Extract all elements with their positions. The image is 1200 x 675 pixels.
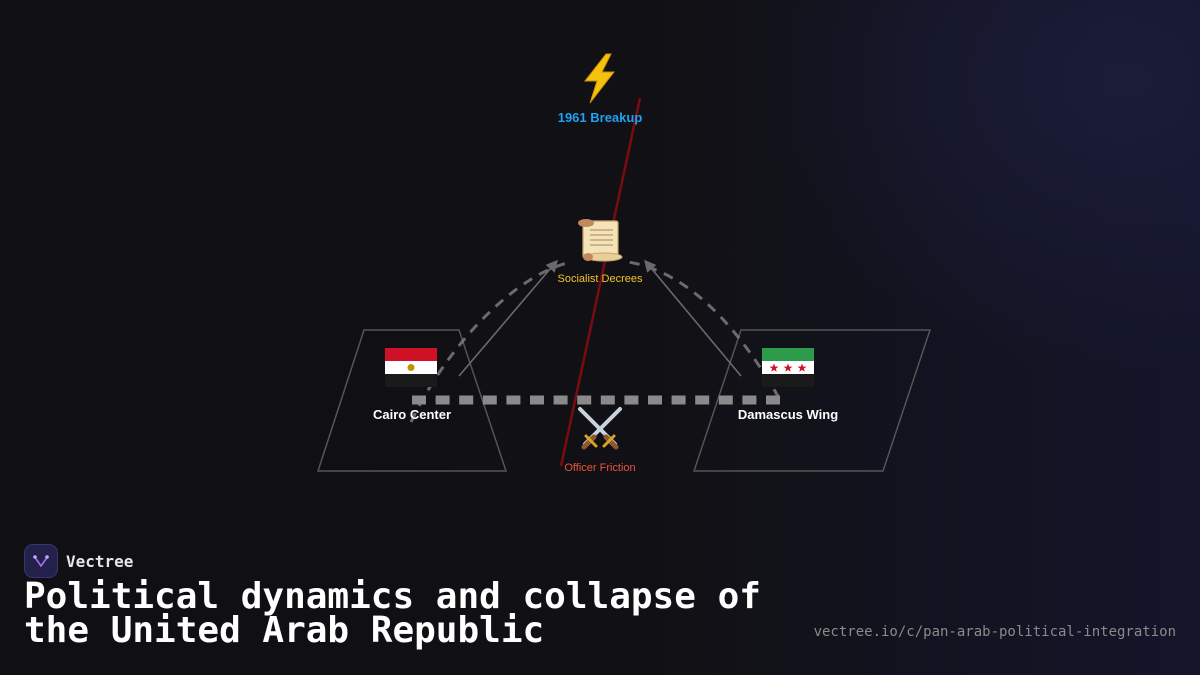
node-decrees: Socialist Decrees <box>558 219 643 285</box>
crossed-swords-icon <box>578 407 622 450</box>
egypt-flag-icon <box>385 348 437 387</box>
uar-flag-icon <box>762 348 814 387</box>
cairo-to-decrees-arrow <box>458 259 558 377</box>
brand: Vectree <box>24 544 133 578</box>
breakup-label: 1961 Breakup <box>558 110 643 125</box>
node-breakup: 1961 Breakup <box>558 53 643 125</box>
cairo-label: Cairo Center <box>373 407 451 422</box>
page-title: Political dynamics and collapse of the U… <box>24 576 761 651</box>
cairo-region-outline <box>316 329 508 472</box>
scroll-icon <box>578 219 623 262</box>
cairo-to-decrees-dashed-curve <box>409 260 573 423</box>
node-cairo: Cairo Center <box>373 348 451 422</box>
node-damascus: Damascus Wing <box>738 348 838 422</box>
vectree-logo-icon <box>24 544 58 578</box>
damascus-label: Damascus Wing <box>738 407 838 422</box>
node-friction: Officer Friction <box>564 407 636 474</box>
brand-name: Vectree <box>66 551 134 571</box>
decrees-label: Socialist Decrees <box>558 273 643 285</box>
fracture-line <box>559 97 642 467</box>
source-url: vectree.io/c/pan-arab-political-integrat… <box>813 624 1176 640</box>
damascus-region-outline <box>692 329 932 472</box>
friction-label: Officer Friction <box>564 462 635 474</box>
lightning-bolt-icon <box>583 53 616 104</box>
damascus-to-decrees-arrow <box>644 259 742 377</box>
